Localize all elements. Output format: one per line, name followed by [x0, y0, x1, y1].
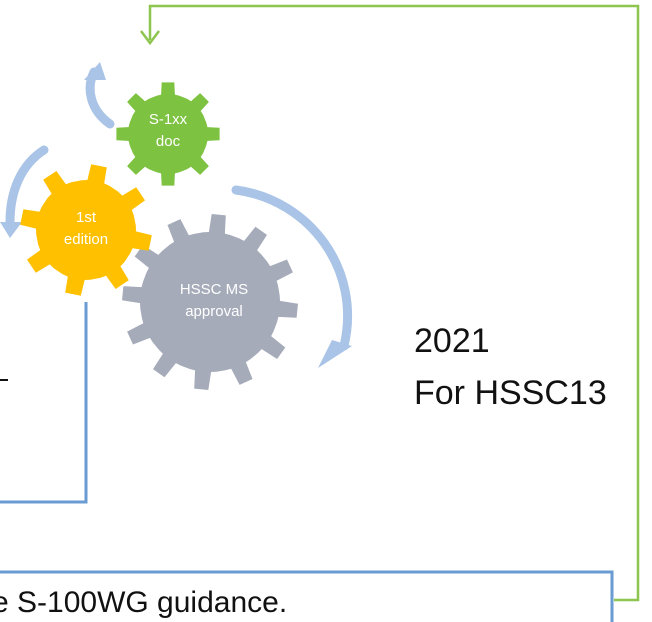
cycle-arrow-left-head: [0, 222, 22, 238]
green-gear-label-line2: doc: [156, 133, 181, 150]
bottom-guidance-box: [0, 570, 614, 622]
cycle-arrow-left: [5, 145, 49, 227]
meeting-label: For HSSC13: [414, 374, 607, 412]
green-gear: [116, 82, 220, 186]
gray-gear: [122, 214, 298, 390]
blue-connector-line: [0, 302, 88, 504]
green-feedback-line: [148, 4, 640, 602]
orange-gear: [20, 164, 152, 296]
cycle-arrow-right-head: [318, 340, 352, 368]
green-gear-label-line1: S-1xx: [149, 111, 188, 128]
cycle-arrow-top-head: [84, 62, 106, 80]
cycle-arrow-right: [231, 185, 353, 351]
orange-gear-label-line1: 1st: [76, 209, 97, 226]
green-feedback-arrowhead: [140, 30, 160, 46]
orange-gear-label-line2: edition: [64, 231, 108, 248]
year-label: 2021: [414, 322, 490, 360]
bottom-guidance-text: e S-100WG guidance.: [0, 586, 288, 619]
gray-gear-label-line1: HSSC MS: [180, 281, 248, 298]
gray-gear-label-line2: approval: [185, 303, 243, 320]
